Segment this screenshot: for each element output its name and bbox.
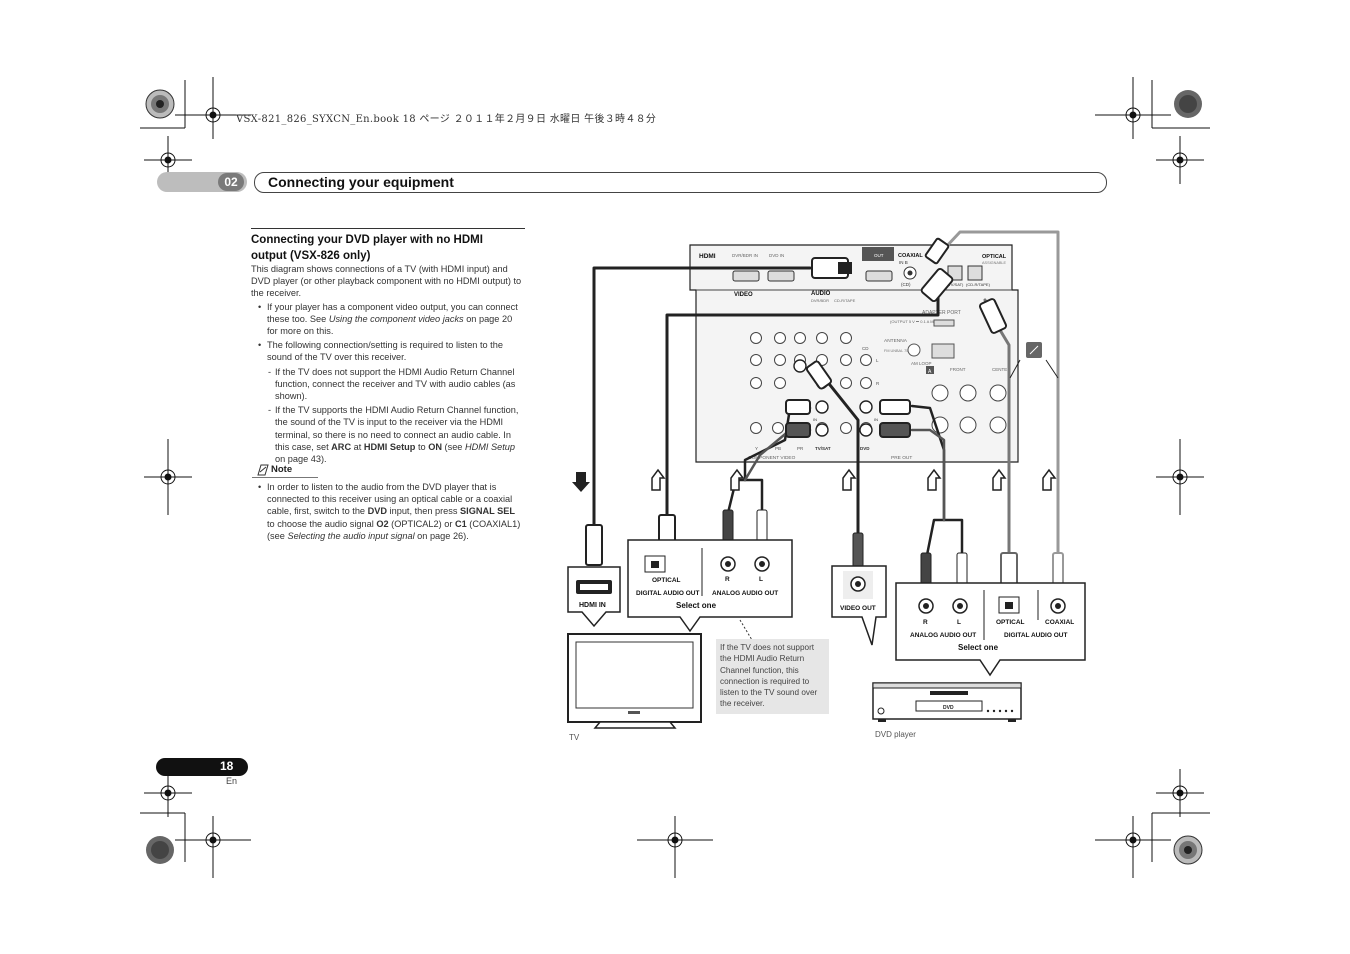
receiver-adapter-port-label: ADAPTER PORT: [922, 310, 961, 316]
receiver-dvd-in-label: DVD IN: [769, 253, 784, 258]
receiver-audio-cdtape-label: CD-R/TAPE: [834, 298, 856, 303]
receiver-rear-panel: HDMI DVR/BDR IN DVD IN OUT COAXIAL IN B …: [689, 244, 1019, 463]
receiver-pre-out-label: PRE OUT: [891, 455, 912, 461]
note-body: In order to listen to the audio from the…: [251, 481, 525, 542]
tv-digital-audio-out-label: DIGITAL AUDIO OUT: [636, 590, 699, 597]
dvd-player-label: DVD player: [875, 730, 916, 739]
dvd-audio-panel: R L ANALOG AUDIO OUT OPTICAL COAXIAL DIG…: [895, 582, 1086, 677]
intro-paragraph: This diagram shows connections of a TV (…: [251, 264, 522, 299]
receiver-dvd-in-audio-label: IN: [874, 417, 878, 422]
receiver-fm-label: FM UNBAL 75 Ω: [884, 349, 912, 353]
receiver-optical-label: OPTICAL: [982, 254, 1007, 260]
receiver-cd-l-label: L: [876, 358, 879, 363]
dash-no-arc: If the TV does not support the HDMI Audi…: [251, 366, 525, 403]
chapter-title: Connecting your equipment: [268, 174, 454, 190]
bullet-tv-sound: The following connection/setting is requ…: [251, 339, 525, 363]
registration-marks: [144, 77, 1204, 878]
receiver-cd-in-label: CD: [862, 346, 869, 351]
receiver-assignable-label: ASSIGNABLE: [982, 261, 1007, 265]
chapter-title-bar: [254, 172, 1107, 193]
note-icon: [257, 464, 269, 476]
plugs: [585, 237, 1064, 590]
receiver-front-label: FRONT: [950, 367, 966, 372]
signal-flow-arrows: [572, 342, 1059, 492]
tv-output-panel: HDMI IN OPTICAL DIGITAL AUDIO OUT R L AN…: [567, 539, 793, 633]
receiver-hdmi-label: HDMI: [699, 253, 716, 260]
dvd-video-out-label: VIDEO OUT: [840, 605, 876, 612]
page-tab: [156, 758, 248, 776]
note-title: Note: [271, 464, 293, 475]
tv-analog-audio-out-label: ANALOG AUDIO OUT: [712, 590, 778, 597]
dvd-coaxial-label: COAXIAL: [1045, 619, 1074, 626]
dvd-digital-audio-out-label: DIGITAL AUDIO OUT: [1004, 632, 1067, 639]
receiver-cd-r-label: R: [876, 381, 880, 386]
receiver-coaxial-label: COAXIAL: [898, 253, 923, 259]
page-number: 18: [220, 759, 234, 773]
receiver-tvsat-audio-label: TV/SAT: [815, 446, 831, 451]
color-target-marks: [145, 89, 1203, 865]
receiver-tvsat-in-label: IN: [813, 417, 817, 422]
tv-label: TV: [569, 733, 580, 742]
dvd-player: DVD DVD player: [872, 682, 1022, 739]
receiver-tvsat-optical-label: (TV/SAT): [947, 282, 964, 287]
print-crop-header: VSX-821_826_SYXCN_En.book 18 ページ ２０１１年２月…: [236, 114, 657, 125]
section-body: This diagram shows connections of a TV (…: [251, 263, 525, 465]
tv-analog-r-label: R: [725, 576, 730, 583]
receiver-center-label: CENTER: [992, 367, 1011, 372]
dvd-analog-audio-out-label: ANALOG AUDIO OUT: [910, 632, 976, 639]
tv-hdmi-in-label: HDMI IN: [579, 602, 606, 609]
tv-set: TV: [567, 633, 702, 742]
receiver-dvd-audio-label: DVD: [860, 446, 870, 451]
receiver-pr-label: PR: [797, 446, 804, 451]
note-rule: [252, 477, 318, 478]
receiver-cd-label: (CD): [901, 282, 911, 287]
dvd-logo: DVD: [943, 705, 954, 711]
receiver-component-video-label: COMPONENT VIDEO: [748, 455, 796, 461]
dash-arc: If the TV supports the HDMI Audio Return…: [251, 404, 525, 465]
receiver-video-label: VIDEO: [734, 292, 753, 298]
receiver-cdtape-optical-label: (CD-R/TAPE): [966, 282, 991, 287]
bullet-component-video: If your player has a component video out…: [251, 301, 525, 338]
receiver-dvr-bdr-in-label: DVR/BDR IN: [732, 253, 758, 258]
tv-select-one-label: Select one: [676, 601, 717, 610]
dvd-analog-l-label: L: [957, 619, 961, 626]
dvd-analog-r-label: R: [923, 619, 928, 626]
section-rule: [251, 228, 525, 229]
section-heading: Connecting your DVD player with no HDMI …: [251, 234, 483, 262]
receiver-in-b-label: IN B: [899, 260, 908, 265]
receiver-y-label: Y: [755, 446, 758, 451]
dvd-optical-label: OPTICAL: [996, 619, 1025, 626]
receiver-output-spec-label: (OUTPUT 5 V ⎓ 0.1 A MAX): [890, 319, 941, 324]
dvd-select-one-label: Select one: [958, 643, 999, 652]
receiver-pb-label: PB: [775, 446, 781, 451]
tv-optical-label: OPTICAL: [652, 577, 681, 584]
receiver-hdmi-out-label: OUT: [874, 253, 884, 258]
receiver-speaker-a-label: A: [928, 369, 932, 375]
note-bullet: In order to listen to the audio from the…: [251, 481, 525, 542]
connection-diagram: HDMI DVR/BDR IN DVD IN OUT COAXIAL IN B …: [567, 230, 1086, 742]
tv-analog-l-label: L: [759, 576, 763, 583]
cables: [592, 230, 1060, 562]
page-language: En: [226, 776, 238, 786]
dvd-video-out-panel: VIDEO OUT: [831, 565, 887, 646]
receiver-audio-label: AUDIO: [811, 291, 831, 297]
arc-callout: If the TV does not support the HDMI Audi…: [716, 639, 829, 714]
receiver-antenna-label: ANTENNA: [884, 338, 908, 344]
chapter-number: 02: [218, 173, 244, 191]
receiver-am-loop-label: AM LOOP: [911, 361, 932, 366]
receiver-audio-dvrbdr-label: DVR/BDR: [811, 298, 829, 303]
